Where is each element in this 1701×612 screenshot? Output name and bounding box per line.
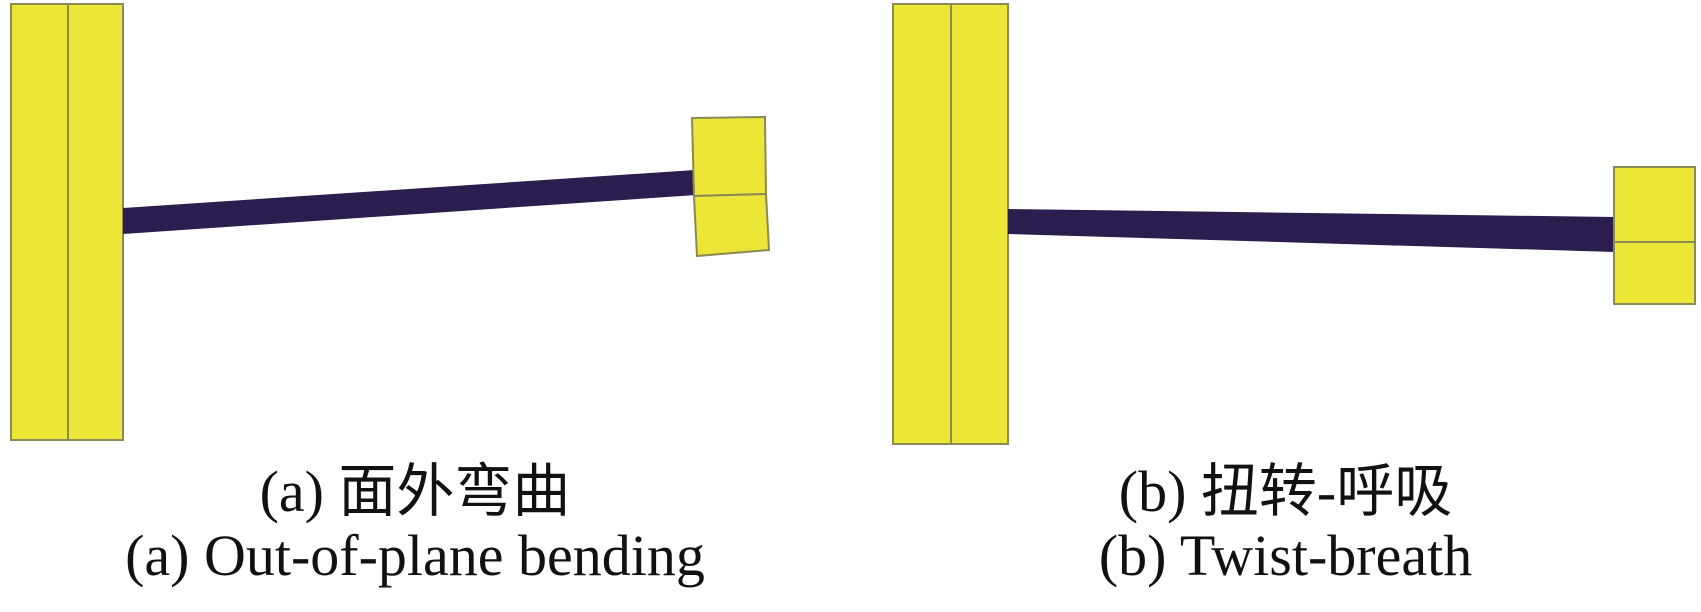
panel-out-of-plane-bending: (a) 面外弯曲 (a) Out-of-plane bending (0, 0, 830, 612)
panel-twist-breath: (b) 扭转-呼吸 (b) Twist-breath (870, 0, 1701, 612)
base-block-right (67, 3, 124, 441)
mode-shape-diagram-a (10, 3, 771, 441)
tip-mass-upper (690, 115, 768, 198)
beam (123, 170, 696, 234)
caption-a: (a) 面外弯曲 (a) Out-of-plane bending (0, 460, 830, 588)
tip-mass-lower (692, 192, 771, 258)
mode-shape-diagram-b (892, 3, 1696, 445)
base-block-left (10, 3, 69, 441)
base-block-right (950, 3, 1009, 445)
tip-mass-lower (1613, 241, 1696, 305)
caption-b: (b) 扭转-呼吸 (b) Twist-breath (870, 460, 1701, 588)
base-block-left (892, 3, 952, 445)
caption-chinese: (b) 扭转-呼吸 (1118, 459, 1453, 524)
tip-mass-upper (1613, 166, 1696, 243)
caption-english: (b) Twist-breath (1098, 523, 1473, 588)
beam (1008, 209, 1615, 252)
caption-chinese: (a) 面外弯曲 (259, 459, 571, 524)
caption-english: (a) Out-of-plane bending (125, 523, 705, 588)
